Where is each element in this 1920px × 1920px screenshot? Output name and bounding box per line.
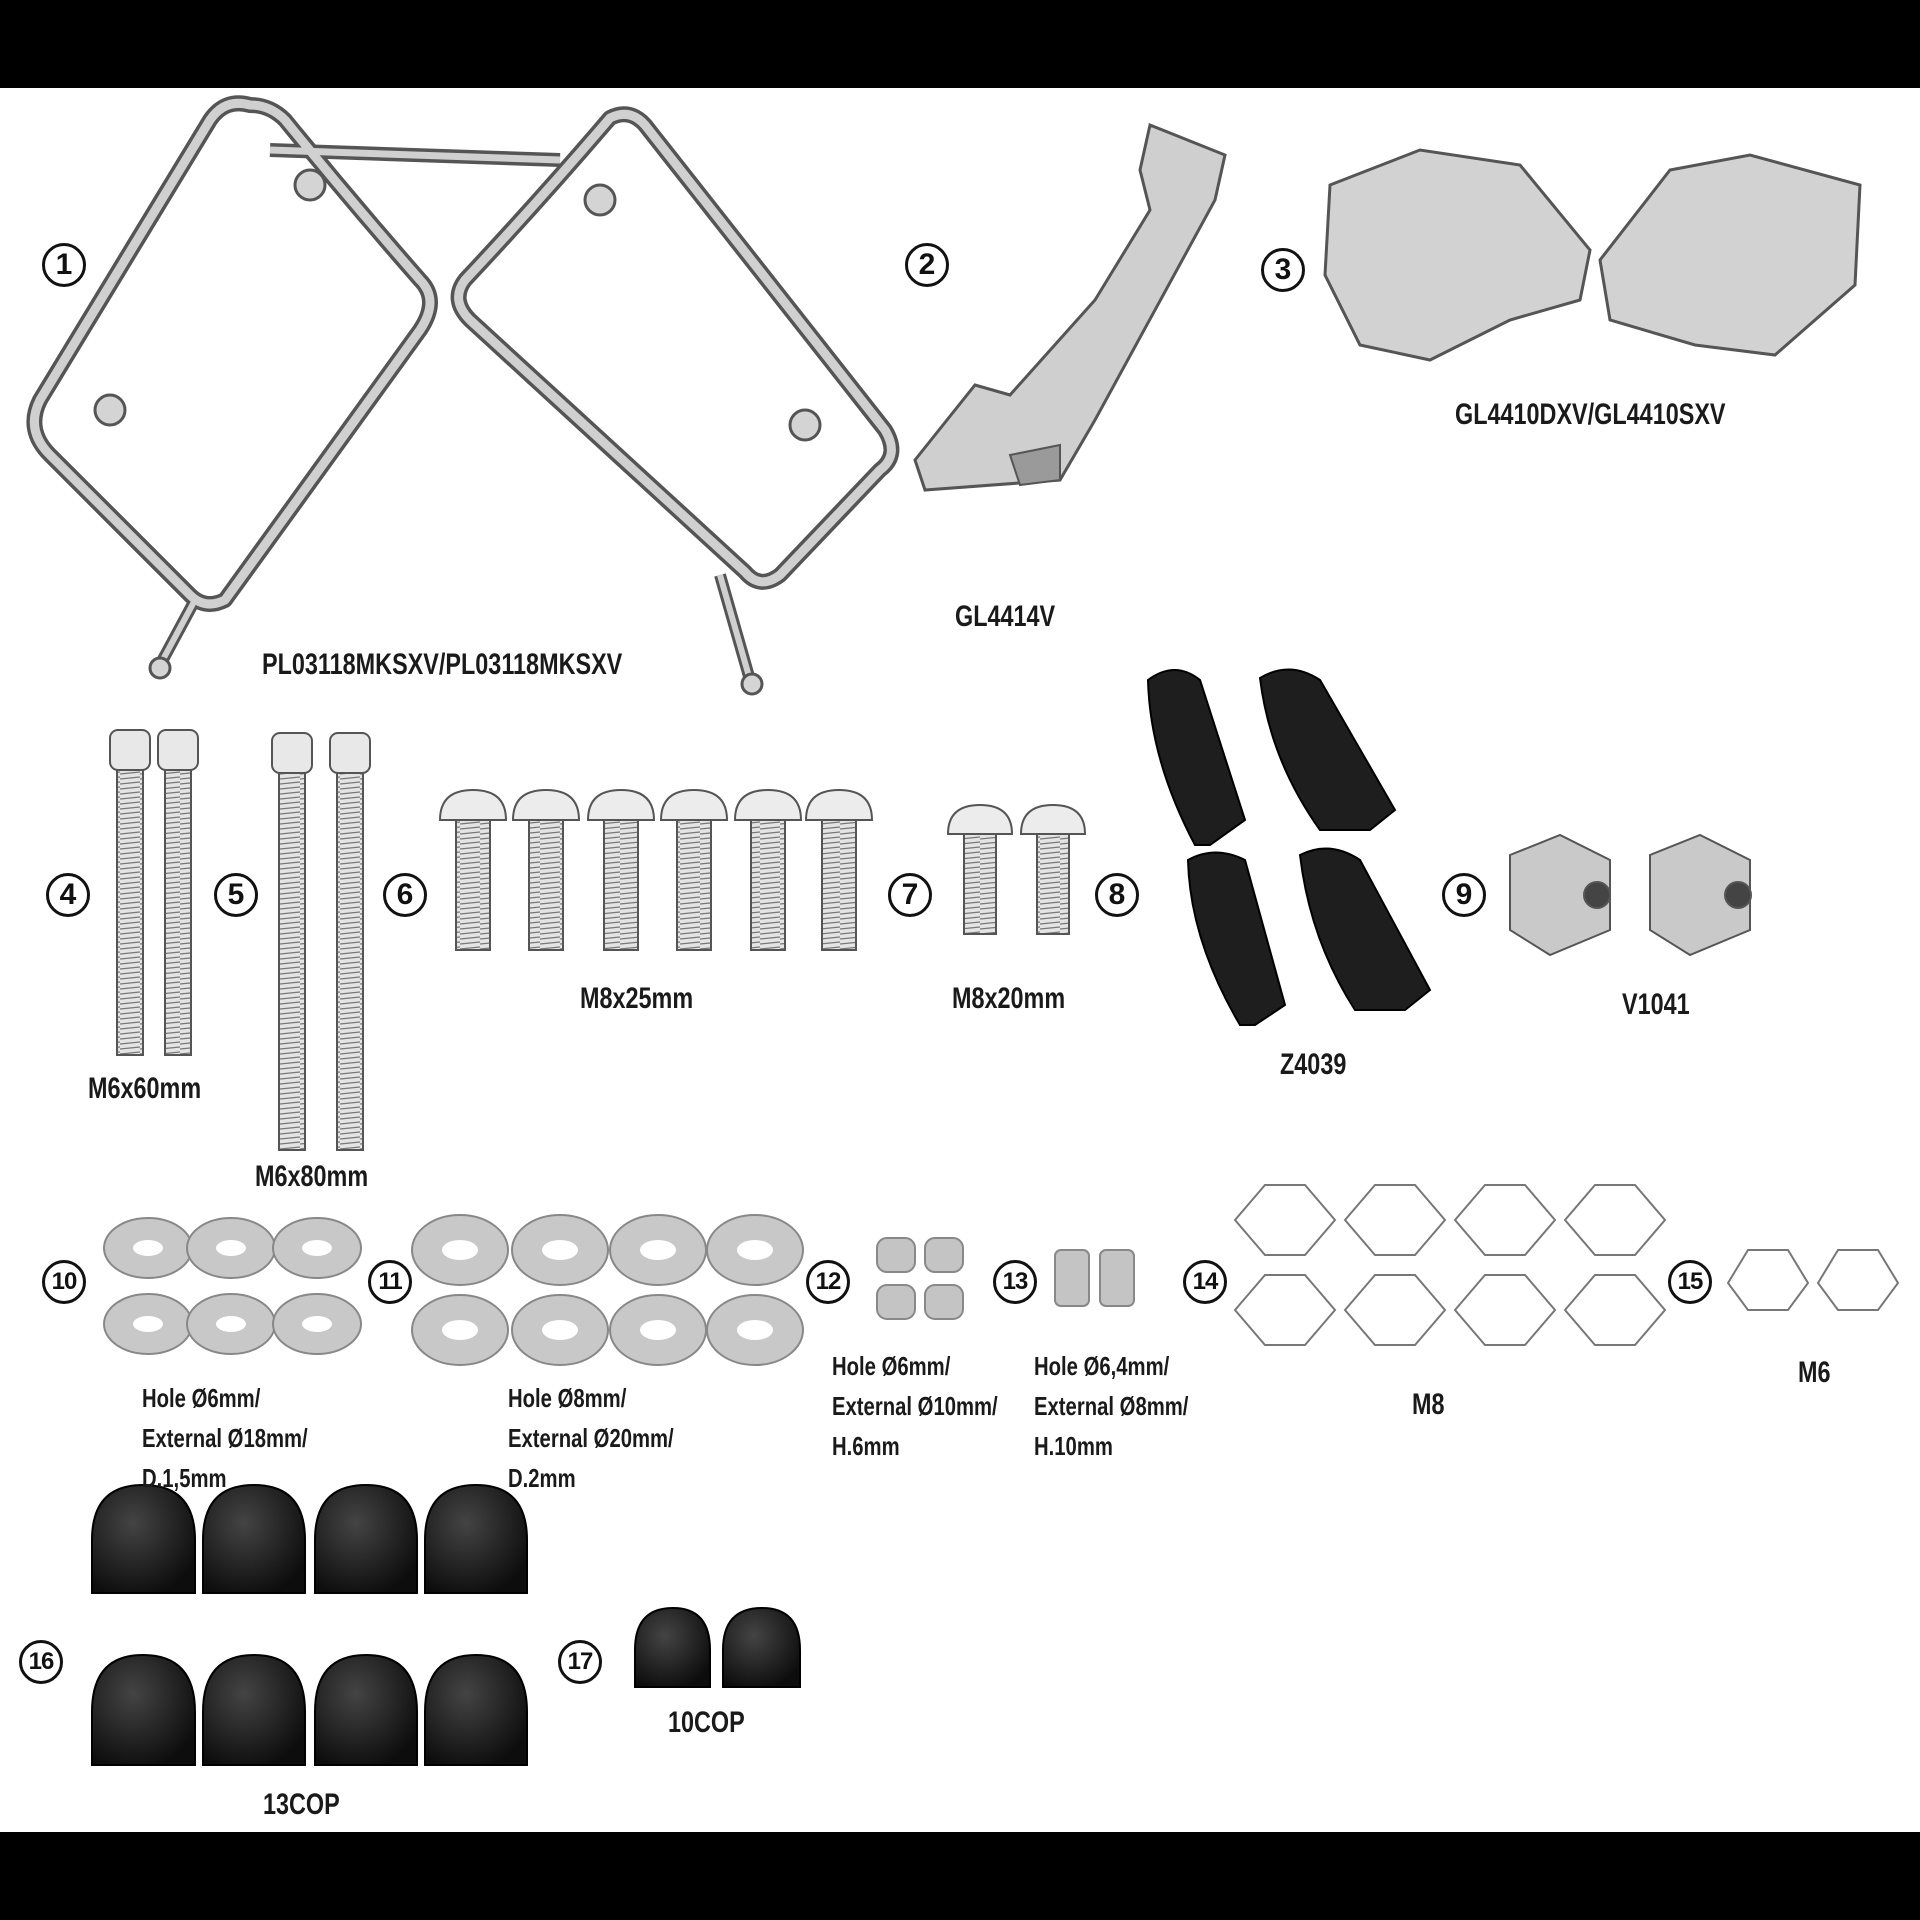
callout-5: 5 — [214, 873, 258, 917]
label-screw-m8x25: M8x25mm — [580, 982, 694, 1015]
label-spacer-10: Hole Ø6mm/External Ø10mm/ H.6mm — [832, 1351, 998, 1461]
label-washer-20: Hole Ø8mm/External Ø20mm/ D.2mm — [508, 1383, 674, 1493]
nuts-m6 — [1726, 1249, 1900, 1311]
callout-10: 10 — [42, 1260, 86, 1304]
nuts-m8 — [1233, 1184, 1667, 1346]
callout-15: 15 — [1668, 1260, 1712, 1304]
label-cap-10: 10COP — [668, 1706, 745, 1739]
plate-pair — [1323, 148, 1862, 362]
label-spacer: V1041 — [1622, 988, 1690, 1021]
screws-m8 — [438, 788, 1087, 951]
caps-13cop — [91, 1483, 528, 1766]
callout-7: 7 — [888, 873, 932, 917]
frame-tabs — [93, 168, 822, 696]
bracket-gl4414v — [913, 122, 1227, 492]
callout-3: 3 — [1261, 248, 1305, 292]
callout-2: 2 — [905, 243, 949, 287]
washers-18mm — [103, 1217, 362, 1355]
callout-8: 8 — [1095, 873, 1139, 917]
label-cap-13: 13COP — [263, 1788, 340, 1821]
callout-1: 1 — [42, 243, 86, 287]
callout-11: 11 — [368, 1260, 412, 1304]
label-rubber-sleeve: Z4039 — [1280, 1048, 1347, 1081]
label-screw-m8x20: M8x20mm — [952, 982, 1066, 1015]
label-plates: GL4410DXV/GL4410SXV — [1455, 398, 1726, 431]
side-frame-pair-inner — [29, 98, 896, 681]
washers-20mm — [411, 1214, 804, 1366]
label-bracket: GL4414V — [955, 600, 1056, 633]
label-tube-spacer: Hole Ø6,4mm/External Ø8mm/ H.10mm — [1034, 1351, 1189, 1461]
callout-16: 16 — [19, 1640, 63, 1684]
label-screw-m6x80: M6x80mm — [255, 1160, 369, 1193]
callout-9: 9 — [1442, 873, 1486, 917]
caps-10cop — [634, 1606, 801, 1688]
screws-m6 — [109, 729, 371, 1151]
label-nut-m8: M8 — [1412, 1388, 1445, 1421]
callout-4: 4 — [46, 873, 90, 917]
label-screw-m6x60: M6x60mm — [88, 1072, 202, 1105]
tube-spacers-8mm — [1054, 1249, 1135, 1307]
callout-14: 14 — [1183, 1260, 1227, 1304]
spacers-10mm — [876, 1237, 964, 1320]
callout-12: 12 — [806, 1260, 850, 1304]
callout-6: 6 — [383, 873, 427, 917]
rubber-sleeves — [1146, 668, 1432, 1026]
label-washer-18: Hole Ø6mm/External Ø18mm/ D.1,5mm — [142, 1383, 308, 1493]
label-side-frame: PL03118MKSXV/PL03118MKSXV — [262, 648, 623, 681]
callout-13: 13 — [993, 1260, 1037, 1304]
label-nut-m6: M6 — [1798, 1356, 1831, 1389]
callout-17: 17 — [558, 1640, 602, 1684]
spacers-v1041 — [1509, 833, 1752, 957]
